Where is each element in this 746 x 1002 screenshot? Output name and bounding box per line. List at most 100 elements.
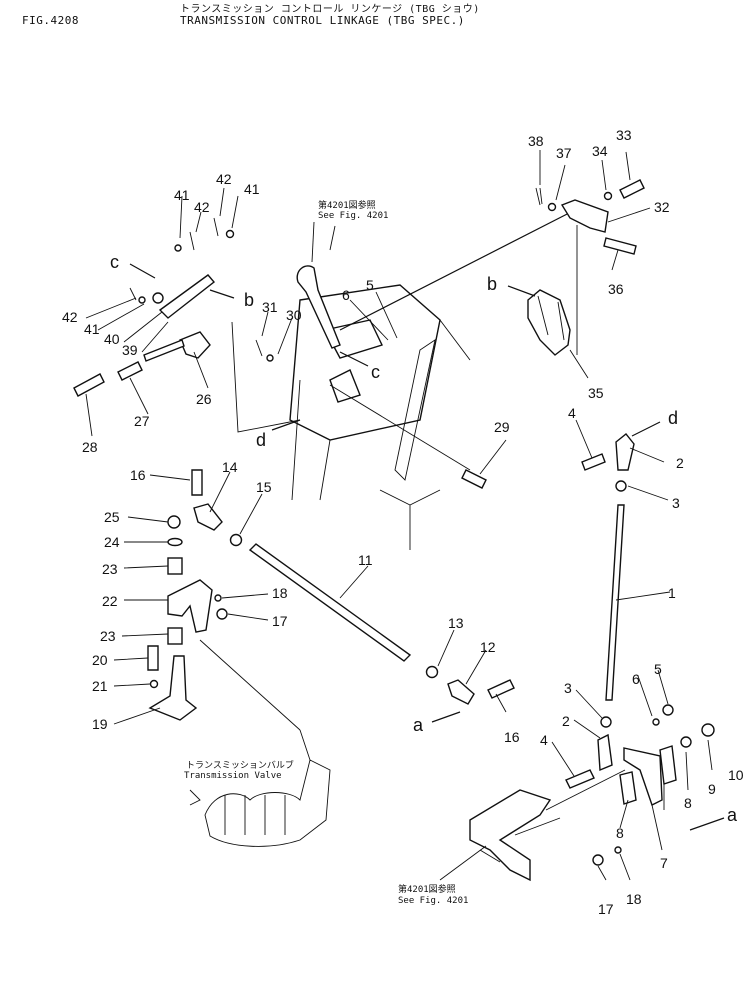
callout-27: 27 [134, 413, 150, 429]
callout-25: 25 [104, 509, 120, 525]
callout-10: 10 [728, 767, 744, 783]
callout-31: 31 [262, 299, 278, 315]
callout-18-right: 18 [626, 891, 642, 907]
callout-17-left: 17 [272, 613, 288, 629]
title-japanese: トランスミッション コントロール リンケージ (TBG ショウ) [180, 4, 480, 15]
leader-lines [85, 150, 713, 881]
callout-9: 9 [708, 781, 716, 797]
rod-end-2-upper [615, 433, 635, 471]
bushing-23-lower [167, 627, 183, 645]
nut-15 [229, 533, 243, 547]
nut-10 [701, 723, 715, 737]
see-fig-note-jp-bottom: 第4201図参照 [398, 883, 456, 895]
callout-1: 1 [668, 585, 676, 601]
bracket-32 [560, 199, 609, 355]
callout-35: 35 [588, 385, 604, 401]
rod-1 [605, 504, 625, 701]
callout-41-c: 41 [84, 321, 100, 337]
bushing-8-left [619, 771, 637, 805]
nut-3-upper [615, 480, 627, 492]
callout-4-upper: 4 [568, 405, 576, 421]
callout-4-lower: 4 [540, 732, 548, 748]
letter-b-right: b [487, 274, 497, 294]
callout-17-right: 17 [598, 901, 614, 917]
nut-17-lower [592, 854, 604, 866]
callout-2-upper: 2 [676, 455, 684, 471]
bolt-16-right [487, 679, 515, 699]
callout-40: 40 [104, 331, 120, 347]
callout-36: 36 [608, 281, 624, 297]
stand-bolt-line [329, 384, 471, 471]
bolt-36 [603, 237, 637, 255]
bracket-19 [148, 655, 198, 721]
callout-16-left: 16 [130, 467, 146, 483]
callout-30: 30 [286, 307, 302, 323]
callout-13: 13 [448, 615, 464, 631]
letter-c-left: c [110, 252, 119, 272]
arrow-a-left [431, 711, 461, 723]
arrow-d-left [271, 419, 301, 431]
washer-24 [167, 537, 183, 547]
callout-5-top: 5 [366, 277, 374, 293]
callout-20: 20 [92, 652, 108, 668]
arrow-c-right [339, 351, 369, 367]
rod-end-14 [193, 503, 223, 531]
cotter-31 [255, 339, 263, 357]
callout-5-lower: 5 [654, 661, 662, 677]
washer-30 [266, 354, 274, 362]
lower-frame [469, 769, 626, 882]
rod-end-12 [447, 679, 475, 705]
link-lead-line [231, 321, 301, 433]
washer-41-right [225, 229, 235, 239]
callout-8-right: 8 [684, 795, 692, 811]
callout-6-top: 6 [342, 287, 350, 303]
callout-24: 24 [104, 534, 120, 550]
callout-42-c: 42 [62, 309, 78, 325]
callout-7: 7 [660, 855, 668, 871]
washer-41 [152, 292, 164, 304]
see-fig-note-jp-top: 第4201図参照 [318, 199, 376, 211]
rod-end-2-lower [597, 733, 613, 772]
arrow-c-left [129, 263, 156, 279]
callout-28: 28 [82, 439, 98, 455]
callout-41-a: 41 [174, 187, 190, 203]
rod-39 [143, 339, 185, 362]
valve-label-en: Transmission Valve [184, 771, 282, 781]
callout-14: 14 [222, 459, 238, 475]
arrow-a-right [689, 817, 725, 831]
callout-32: 32 [654, 199, 670, 215]
bolt-29 [461, 469, 487, 489]
nut-25 [167, 515, 181, 529]
pin-28 [73, 373, 105, 397]
washer-9 [680, 736, 692, 748]
joint-27 [117, 361, 143, 381]
letter-d-right: d [668, 408, 678, 428]
callout-42-a: 42 [194, 199, 210, 215]
callout-38: 38 [528, 133, 544, 149]
arrow-d-right [631, 421, 661, 437]
bolt-20 [147, 645, 159, 671]
washer-6-lower [652, 718, 660, 726]
callout-23-upper: 23 [102, 561, 118, 577]
callout-3-upper: 3 [672, 495, 680, 511]
bushing-23-upper [167, 557, 183, 575]
nut-5-lower [662, 704, 674, 716]
washer-18-lower [614, 846, 622, 854]
callout-22: 22 [102, 593, 118, 609]
letter-d-left: d [256, 430, 266, 450]
rod-11 [248, 543, 412, 662]
cotter-42-top [189, 217, 219, 251]
arrow-b-right [507, 285, 536, 297]
callout-numbers: 38 37 34 33 32 36 35 6 5 41 42 42 41 42 … [62, 127, 744, 917]
callout-41-b: 41 [244, 181, 260, 197]
letter-c-right: c [371, 362, 380, 382]
lever-40 [158, 274, 216, 319]
pin-37 [547, 202, 557, 212]
washer-21 [149, 679, 159, 689]
bolt-4-upper [581, 453, 606, 471]
callout-16-right: 16 [504, 729, 520, 745]
bolt-4-lower [565, 769, 595, 789]
control-stand [289, 284, 471, 550]
nut-17-left [216, 608, 228, 620]
